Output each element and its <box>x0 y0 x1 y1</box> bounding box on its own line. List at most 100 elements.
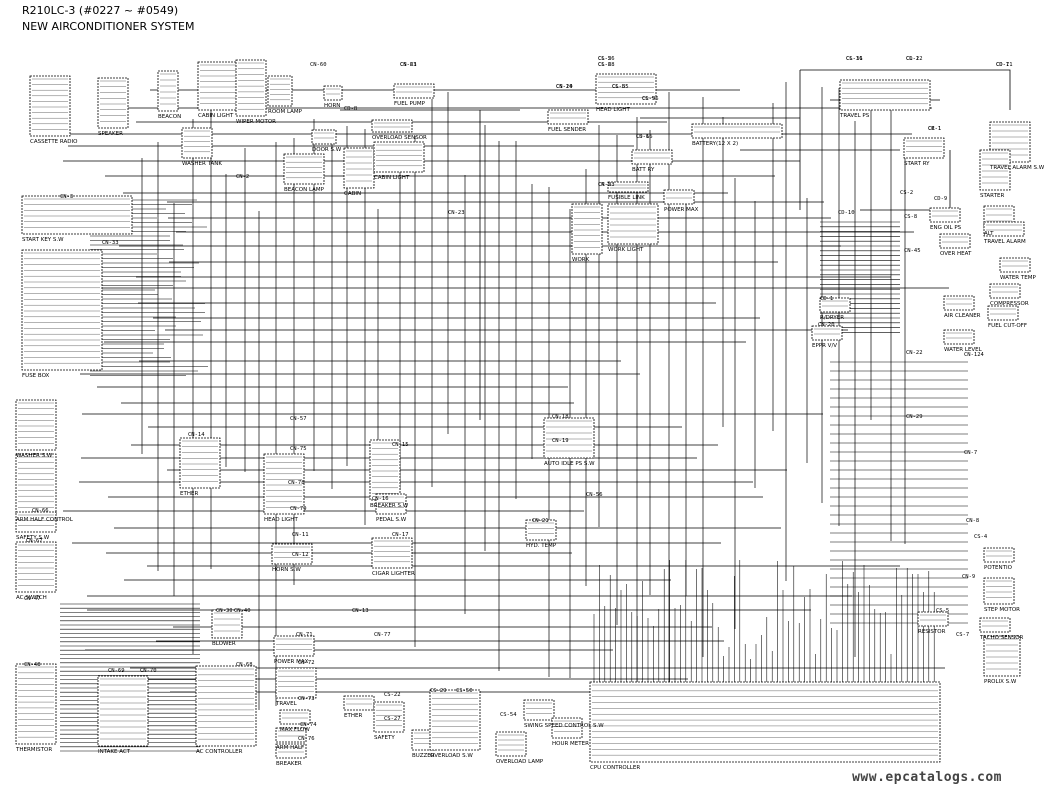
fuel-sender-label: FUEL SENDER <box>548 127 586 133</box>
safety-sw-label: SAFETY S.W <box>16 535 50 541</box>
pedal-sw-label: PEDAL S.W <box>376 517 407 523</box>
breaker-label: BREAKER <box>276 761 302 767</box>
travel-component <box>275 667 317 699</box>
blower-component <box>211 609 243 639</box>
connector-tag: CN-16 <box>372 496 389 502</box>
over-heat-component <box>939 233 971 249</box>
connector-tag: CN-56 <box>586 492 603 498</box>
breaker-sw-label: BREAKER S.W <box>370 503 409 509</box>
cabin-label: CABIN <box>344 191 361 197</box>
battery-component <box>691 123 783 139</box>
connector-tag: CL-16 <box>846 56 863 62</box>
connector-tag: CL-2 <box>906 56 919 62</box>
fuse-box-component <box>21 249 103 371</box>
eppr-vv-label: EPPR V/V <box>812 343 837 349</box>
potentio-label: POTENTIO <box>984 565 1013 571</box>
prolix-sw-component <box>983 635 1021 677</box>
connector-tag: CN-33 <box>102 240 119 246</box>
connector-tag: CN-77 <box>374 632 391 638</box>
travel-ps-label: TRAVEL PS <box>839 113 870 119</box>
connector-tag: CN-75 <box>290 446 307 452</box>
connector-tag: CN-71 <box>296 632 313 638</box>
travel-alarm-label: TRAVEL ALARM <box>983 239 1026 245</box>
work-light-label: WORK LIGHT <box>608 247 644 253</box>
hyd-temp-label: HYD. TEMP <box>526 543 557 549</box>
connector-tag: CS-56 <box>642 96 659 102</box>
connector-tag: CN-2 <box>236 174 249 180</box>
compressor-component <box>989 283 1021 299</box>
connector-tag: CL-6 <box>598 62 611 68</box>
connector-tag: CD-8 <box>344 106 357 112</box>
cabin-light-2-component <box>373 141 425 173</box>
connector-tag: CN-23 <box>448 210 465 216</box>
auto-idle-ps-component <box>543 417 595 459</box>
travel-label: TRAVEL <box>275 701 298 707</box>
wiper-motor-label: WIPER MOTOR <box>236 119 276 125</box>
battery-label: BATTERY(12 X 2) <box>692 141 738 147</box>
max-flow-label: MAX FLOW <box>280 727 310 733</box>
connector-tag: CN-45 <box>904 248 921 254</box>
connector-tag: CN-73 <box>298 696 315 702</box>
fusible-link-label: FUSIBLE LINK <box>608 195 645 201</box>
ac-switch-component <box>15 541 57 593</box>
connector-tag: CN-7 <box>964 450 977 456</box>
connector-tag: CS-8 <box>904 214 917 220</box>
auto-idle-ps-label: AUTO IDLE PS S.W <box>544 461 595 467</box>
arm-half-control-component <box>15 453 57 515</box>
connector-tag: CN-29 <box>906 414 923 420</box>
blower-label: BLOWER <box>212 641 236 647</box>
work-component <box>571 203 603 255</box>
connector-tag: CN-12 <box>292 552 309 558</box>
safety-component <box>373 701 405 733</box>
ether-component <box>179 437 221 489</box>
cigar-lighter-component <box>371 537 413 569</box>
compressor-label: COMPRESSOR <box>990 301 1029 307</box>
cpu-controller-label: CPU CONTROLLER <box>590 765 640 771</box>
cpu-controller-component <box>589 681 941 763</box>
beacon-lamp-label: BEACON LAMP <box>284 187 325 193</box>
connector-tag: CN-47 <box>24 596 41 602</box>
resistor-label: RESISTOR <box>918 629 946 635</box>
water-temp-component <box>999 257 1031 273</box>
eng-oil-ps-component <box>929 207 961 223</box>
connector-tag: CS-23 <box>400 62 417 68</box>
horn-component <box>323 85 343 101</box>
wiper-motor-component <box>235 59 267 117</box>
connector-tag: CS-5 <box>936 608 949 614</box>
pedal-sw-component <box>375 493 407 515</box>
work-label: WORK <box>572 257 590 263</box>
speaker-label: SPEAKER <box>98 131 123 137</box>
head-light-top-component <box>595 73 657 105</box>
overload-sensor-component <box>371 119 413 133</box>
washer-sw-component <box>15 399 57 451</box>
hour-meter-component <box>551 717 583 739</box>
fuel-sender-component <box>547 109 589 125</box>
connector-tag: CN-72 <box>298 660 315 666</box>
fuel-cutoff-component <box>987 305 1019 321</box>
connector-tag: CR-1 <box>928 126 941 132</box>
safety-sw-component <box>15 511 57 533</box>
cabin-light-2-label: CABIN LIGHT <box>374 175 410 181</box>
connector-tag: CD-10 <box>838 210 855 216</box>
intake-act-label: INTAKE ACT <box>98 749 131 755</box>
head-light-component <box>263 453 305 515</box>
overload-lamp-label: OVERLOAD LAMP <box>496 759 544 765</box>
ether-2-label: ETHER <box>344 713 362 719</box>
door-sw-label: DOOR S.W <box>312 147 342 153</box>
ac-switch-label: AC SWITCH <box>16 595 47 601</box>
buzzer-label: BUZZER <box>412 753 435 759</box>
potentio-component <box>983 547 1015 563</box>
fuse-box-label: FUSE BOX <box>22 373 50 379</box>
connector-tag: CR-23 <box>598 182 615 188</box>
travel-alarm-component <box>983 221 1025 237</box>
connector-tag: CS-2 <box>900 190 913 196</box>
connector-tag: CN-61 <box>400 62 417 68</box>
connector-tag: CS-16 <box>636 134 653 140</box>
cigar-lighter-label: CIGAR LIGHTER <box>372 571 415 577</box>
connector-tag: CN-76 <box>298 736 315 742</box>
connector-tag: CN-124 <box>964 352 985 358</box>
connector-tag: CN-68 <box>236 662 253 668</box>
connector-tag: CN-79 <box>290 506 307 512</box>
connector-tag: CN-11 <box>292 532 309 538</box>
